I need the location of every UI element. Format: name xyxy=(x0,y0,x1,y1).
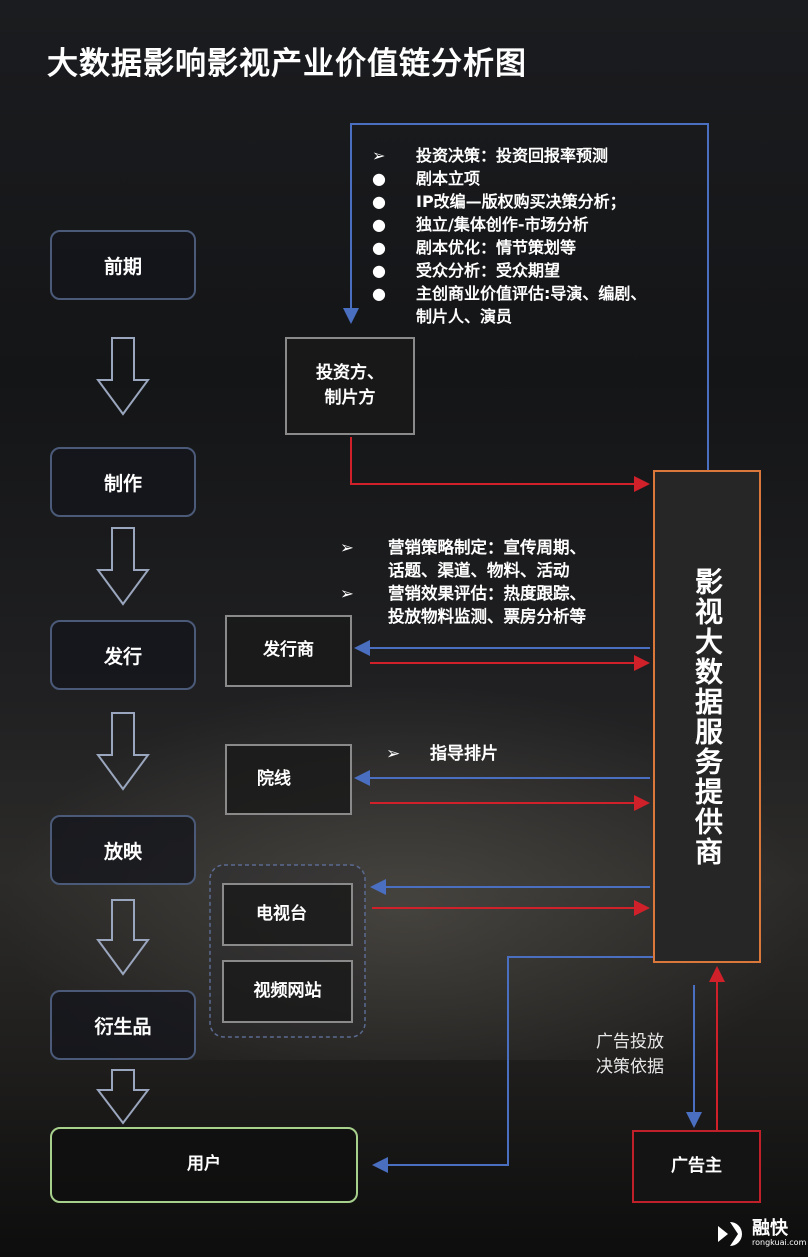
note-item: ➢营销效果评估：热度跟踪、 xyxy=(340,584,586,603)
investor-notes: ➢投资决策：投资回报率预测 ●剧本立项 ●IP改编—版权购买决策分析； ●独立/… xyxy=(370,144,646,328)
advertiser-box: 广告主 xyxy=(632,1130,761,1203)
feedback-line-investor xyxy=(343,123,709,470)
note-item: 话题、渠道、物料、活动 xyxy=(388,561,570,580)
investor-to-provider xyxy=(350,437,650,492)
down-arrow-1 xyxy=(96,337,150,416)
provider-label: 影视大数据服务提供商 xyxy=(691,566,724,867)
note-item: ●独立/集体创作-市场分析 xyxy=(372,215,589,234)
provider-to-user xyxy=(372,956,653,1173)
big-data-provider-box: 影视大数据服务提供商 xyxy=(653,470,761,963)
logo-icon xyxy=(718,1221,742,1246)
cinema-box: 院线 xyxy=(225,744,352,815)
tv-station-box: 电视台 xyxy=(222,883,353,946)
video-site-box: 视频网站 xyxy=(222,960,353,1023)
stage-production: 制作 xyxy=(50,447,196,517)
investor-box-line: 制片方 xyxy=(324,388,376,408)
stage-screening: 放映 xyxy=(50,815,196,885)
note-item: ➢营销策略制定：宣传周期、 xyxy=(340,538,586,557)
note-item: ●剧本优化：情节策划等 xyxy=(372,238,577,257)
stage-distribution: 发行 xyxy=(50,620,196,690)
down-arrow-2 xyxy=(96,527,150,606)
note-item: ➢投资决策：投资回报率预测 xyxy=(372,146,609,165)
down-arrow-5 xyxy=(95,1069,151,1125)
distributor-notes: ➢营销策略制定：宣传周期、 话题、渠道、物料、活动 ➢营销效果评估：热度跟踪、 … xyxy=(338,536,586,628)
page-title: 大数据影响影视产业价值链分析图 xyxy=(47,46,527,82)
note-item: 投放物料监测、票房分析等 xyxy=(388,607,586,626)
note-item: ●IP改编—版权购买决策分析； xyxy=(372,192,626,211)
investor-box: 投资方、 制片方 xyxy=(285,337,415,435)
user-box: 用户 xyxy=(50,1127,358,1203)
investor-box-line: 投资方、 xyxy=(316,362,384,383)
stage-preproduction: 前期 xyxy=(50,230,196,300)
cinema-note: ➢指导排片 xyxy=(386,744,498,764)
ad-note: 广告投放决策依据 xyxy=(596,1032,664,1077)
down-arrow-4 xyxy=(96,899,150,976)
note-item: 制片人、演员 xyxy=(416,307,513,326)
down-arrow-3 xyxy=(96,712,150,791)
note-item: ●受众分析：受众期望 xyxy=(372,261,561,280)
distributor-box: 发行商 xyxy=(225,615,352,687)
stage-derivatives: 衍生品 xyxy=(50,990,196,1060)
note-item: ●主创商业价值评估:导演、编剧、 xyxy=(372,284,647,303)
note-item: ●剧本立项 xyxy=(372,169,481,188)
rongkuai-logo: 融快 rongkuai.com xyxy=(716,1220,806,1247)
